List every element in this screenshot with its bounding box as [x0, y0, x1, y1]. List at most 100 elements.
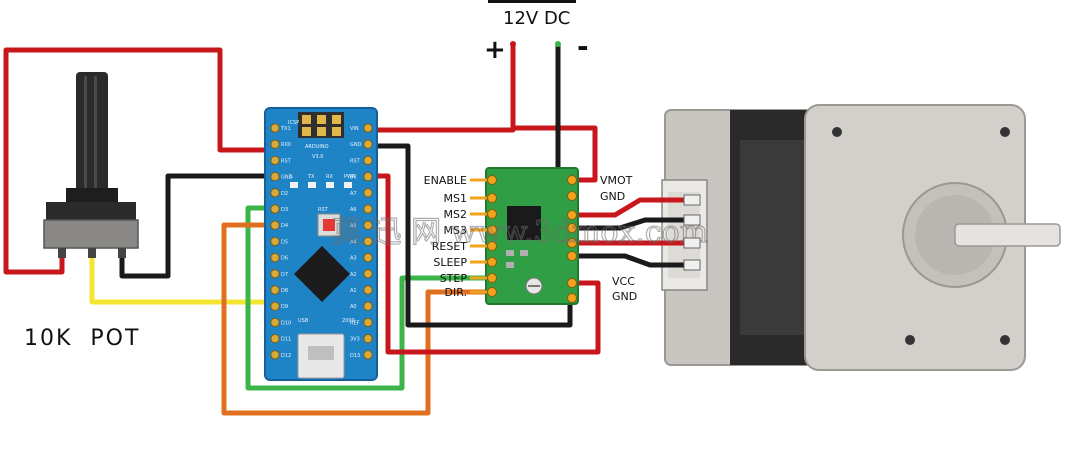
arduino-pin	[270, 220, 280, 230]
driver-pin-label: RESET	[432, 240, 468, 253]
led-label: RX	[326, 174, 333, 180]
arduino-board	[264, 107, 378, 381]
arduino-pin	[270, 350, 280, 360]
arduino-pin-label: D12	[281, 353, 291, 359]
arduino-pin-label: D8	[281, 288, 288, 294]
driver-pin-label: MS3	[444, 224, 467, 237]
driver-pin-label: MS2	[444, 208, 467, 221]
arduino-pin	[270, 285, 280, 295]
driver-pin	[567, 251, 577, 261]
arduino-pin-label: A7	[350, 191, 357, 197]
led-label: L	[290, 174, 293, 180]
arduino-pin-label: A1	[350, 288, 357, 294]
driver-pin-label: DIR.	[445, 286, 467, 299]
driver-pin	[567, 223, 577, 233]
wire-red-vmot	[510, 125, 598, 183]
driver-left-header	[487, 175, 497, 297]
arduino-pin-label: GND	[350, 142, 362, 148]
driver-pin-label: SLEEP	[433, 256, 467, 269]
led-label: TX	[307, 174, 315, 180]
arduino-pin-label: A5	[350, 223, 357, 229]
motor-connector-pin	[683, 259, 701, 271]
driver-pin	[567, 238, 577, 248]
arduino-pin-label: A3	[350, 256, 357, 262]
driver-pin-label: ENABLE	[424, 174, 467, 187]
potentiometer	[43, 72, 139, 258]
driver-pin	[487, 225, 497, 235]
arduino-pin-label: D5	[281, 239, 288, 245]
driver-pin-label: MS1	[444, 192, 467, 205]
arduino-pin	[363, 317, 373, 328]
pot-leg	[118, 248, 126, 258]
arduino-pin-label: A0	[350, 304, 357, 310]
driver-chip	[507, 206, 541, 240]
arduino-pin-label: A4	[350, 239, 357, 245]
arduino-pin-label: D11	[281, 337, 291, 343]
pot-shaft-groove	[94, 76, 97, 188]
arduino-pin-label: A2	[350, 272, 357, 278]
arduino-pin	[270, 301, 280, 311]
wire-red-pot	[3, 47, 371, 275]
driver-pin	[487, 175, 497, 185]
arduino-pin	[363, 333, 373, 344]
arduino-pin	[270, 317, 280, 328]
arduino-pin	[363, 220, 373, 230]
arduino-pin-label: 3V3	[350, 337, 360, 343]
wire-red-vcc	[365, 173, 601, 355]
arduino-pin-label: D9	[281, 304, 288, 310]
arduino-pin	[363, 204, 373, 214]
wire-black-gnd-nano	[365, 143, 573, 328]
driver-label-gnd-top: GND	[600, 190, 625, 203]
watermark: 莫 迅 网 www.3dmox.com	[332, 215, 708, 250]
driver-pin	[487, 257, 497, 267]
arduino-pin-label: D3	[281, 207, 288, 213]
arduino-pin-label: TX1	[280, 126, 291, 132]
arduino-pin-label: D10	[281, 320, 291, 326]
wire-motor-black-2	[569, 253, 693, 268]
motor-shaft	[954, 223, 1061, 247]
arduino-pin-label: RST	[350, 158, 361, 164]
arduino-pin-label: D2	[281, 191, 288, 197]
driver-pin	[567, 210, 577, 220]
arduino-year: 2009	[342, 318, 355, 324]
motor-connector-pin	[683, 194, 701, 206]
usb-port-inner	[308, 346, 334, 360]
driver-label-gnd-bottom: GND	[612, 290, 637, 303]
arduino-pin	[270, 171, 280, 182]
pot-label: 10K POT	[24, 326, 140, 351]
driver-label-vmot: VMOT	[600, 174, 633, 187]
pot-nut	[46, 202, 136, 220]
arduino-name: ARDUINO	[305, 144, 329, 150]
usb-label: USB	[298, 318, 309, 324]
led-label: PWR	[344, 174, 356, 180]
arduino-pin	[270, 236, 280, 247]
arduino-pin	[363, 269, 373, 279]
driver-pin	[487, 241, 497, 251]
power-bar	[488, 0, 576, 3]
arduino-pin-label: 5V	[350, 175, 357, 181]
arduino-version: V3.0	[312, 154, 323, 160]
status-led-icon	[290, 182, 298, 188]
arduino-pin	[270, 333, 280, 344]
power-minus-label: -	[577, 30, 589, 63]
wire-end-minus	[555, 41, 561, 47]
arduino-pin	[270, 155, 280, 166]
driver-pin	[567, 191, 577, 201]
driver-pin	[487, 209, 497, 219]
arduino-pin	[363, 236, 373, 247]
a4988-driver	[485, 167, 579, 305]
wire-black-pot	[119, 173, 278, 279]
wires	[3, 42, 693, 416]
arduino-pin-label: VIN	[350, 126, 359, 132]
icsp-header	[298, 112, 344, 138]
arduino-pin	[363, 188, 373, 198]
arduino-pin-label: GND	[281, 175, 293, 181]
driver-right-header	[567, 175, 577, 303]
driver-label-vcc: VCC	[612, 275, 635, 288]
arduino-pin-label: D7	[281, 272, 288, 278]
reset-button-cap	[323, 219, 335, 231]
arduino-pin	[270, 269, 280, 279]
arduino-pin	[363, 155, 373, 166]
